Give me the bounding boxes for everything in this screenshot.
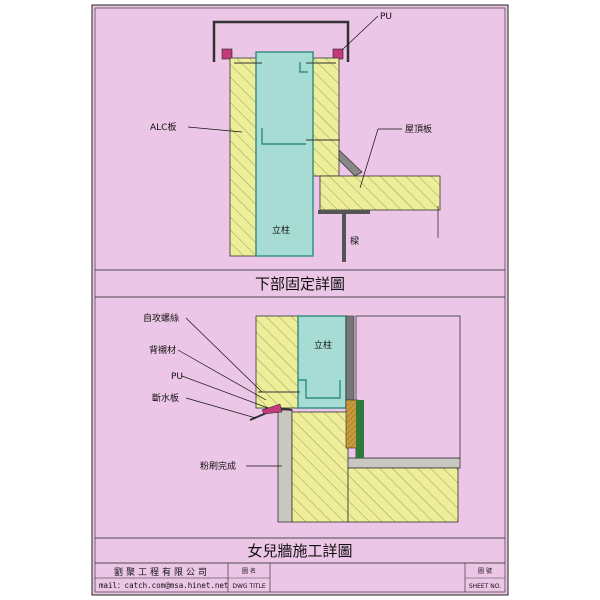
plaster-strip [356,400,364,458]
drawing-title-label: DWG TITLE [232,583,266,590]
beam-flange [318,210,370,214]
lower-detail: 自攻螺絲 背襯材 PU 斷水板 粉刷完成 立柱 [143,312,461,523]
cap-flashing [212,20,350,62]
plaster-label: 粉刷完成 [200,460,236,472]
beam-web [342,214,346,262]
pu-lower-label: PU [171,372,183,382]
alc-leader [187,126,243,133]
company-name: 劉聚工程有限公司 [114,566,210,578]
column-clip-lower [298,379,341,399]
alc-floor-lower [347,467,459,523]
drip-leader [185,397,257,419]
column-clip-mid [261,128,306,145]
lower-caption: 女兒牆施工詳圖 [247,542,352,560]
alc-wall-lower [291,411,349,523]
drip-label: 斷水板 [152,392,179,404]
steel-column-lower [297,315,347,409]
pu-label: PU [380,12,392,22]
backing-label: 背襯材 [149,344,176,356]
title-block: 劉聚工程有限公司 mail：catch.com@msa.hinet.net 圖 … [95,562,505,592]
column-label-lower: 立柱 [314,339,332,351]
pu-sealant-right [332,48,344,60]
alc-label: ALC板 [150,121,176,133]
inner-wall [355,315,461,459]
pu-sealant-lower [261,403,283,415]
pu-lower-leader [181,375,269,409]
column-label-upper: 立柱 [272,224,290,236]
alc-panel-left [229,57,257,257]
roof-panel-leader-2 [359,128,379,189]
pu-leader [341,15,379,51]
sheet-inner-frame [94,7,506,593]
alc-panel-right [312,57,340,177]
upper-caption: 下部固定詳圖 [255,275,345,293]
steel-edge [345,315,355,401]
roof-panel-label: 屋頂板 [405,123,432,135]
beam-label: 樑 [350,235,359,247]
alc-parapet-left [255,315,299,409]
sheet-no-label: SHEET NO. [469,583,501,590]
pu-sealant-left [221,48,233,60]
screw-leader [185,317,263,393]
backing-leader [177,349,267,401]
column-clip-top [299,62,308,73]
drawing-no-label: 圖 號 [478,567,492,575]
steel-column [255,51,314,257]
drawing-name-label: 圖 名 [242,567,256,575]
upper-detail: PU ALC板 屋頂板 立柱 樑 [150,12,441,262]
screw-label: 自攻螺絲 [143,312,179,324]
company-mail: mail：catch.com@msa.hinet.net [99,581,228,590]
roof-panel [319,175,441,211]
